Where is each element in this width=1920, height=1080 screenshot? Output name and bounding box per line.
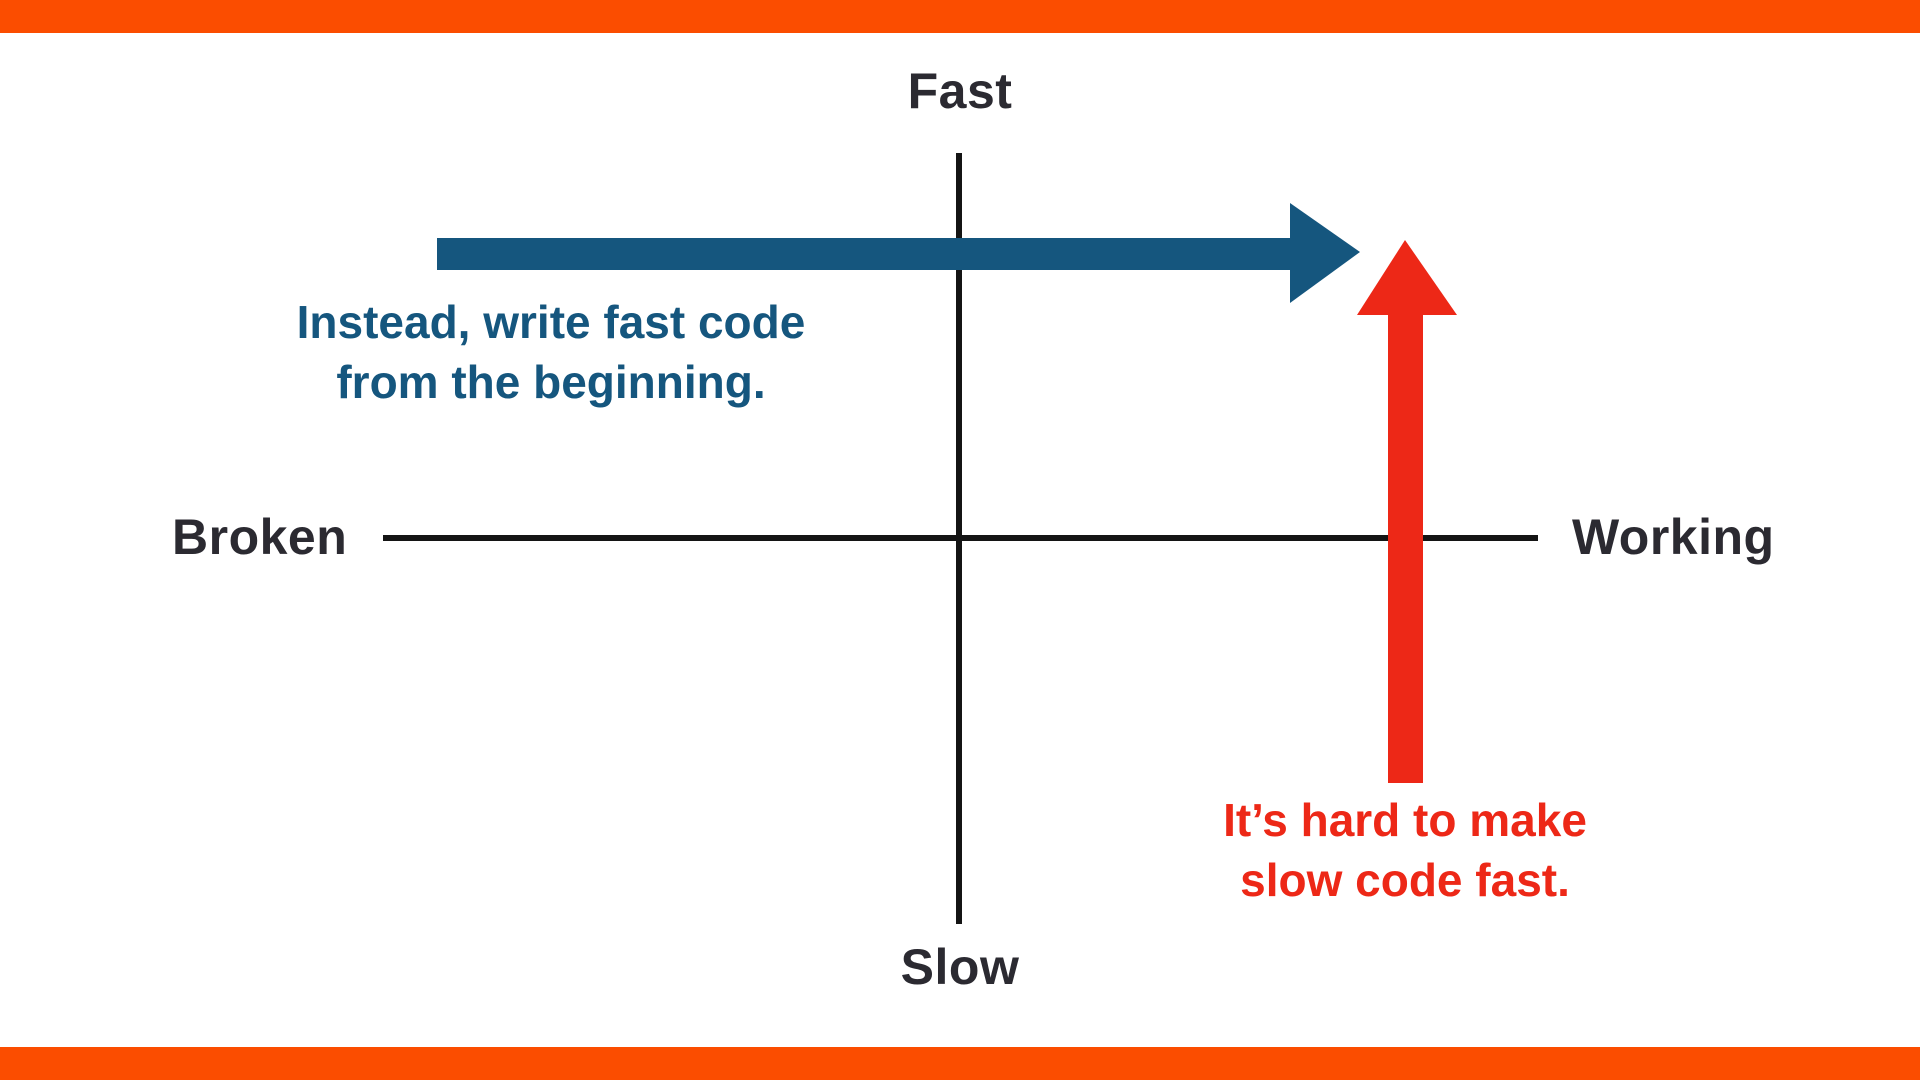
red-annotation: It’s hard to make slow code fast.	[1055, 790, 1755, 910]
bottom-accent-bar	[0, 1047, 1920, 1080]
horizontal-axis-line	[383, 535, 1538, 541]
axis-label-fast: Fast	[907, 63, 1013, 119]
red-annotation-line2: slow code fast.	[1240, 854, 1570, 906]
red-up-arrow-icon	[1357, 240, 1457, 783]
blue-annotation: Instead, write fast code from the beginn…	[201, 292, 901, 412]
blue-right-arrow-icon	[437, 203, 1360, 303]
top-accent-bar	[0, 0, 1920, 33]
blue-annotation-line1: Instead, write fast code	[296, 296, 806, 348]
red-annotation-line1: It’s hard to make	[1223, 794, 1587, 846]
axis-label-slow: Slow	[900, 939, 1020, 995]
axis-label-broken: Broken	[172, 509, 348, 565]
axis-label-working: Working	[1572, 509, 1775, 565]
blue-annotation-line2: from the beginning.	[336, 356, 766, 408]
